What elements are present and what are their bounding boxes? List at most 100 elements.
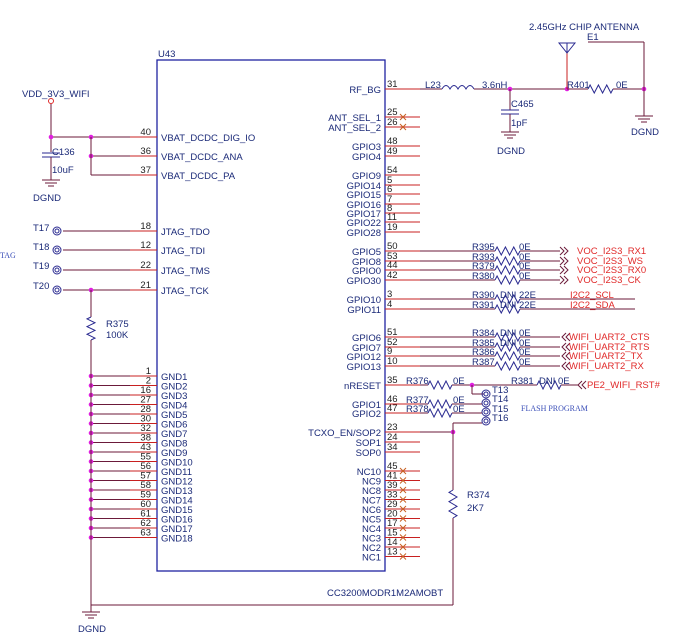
resistor-value: 0E [519,347,531,358]
pin-number: 46 [387,394,398,405]
pin-number: 43 [140,442,151,453]
pin-number: 14 [387,537,398,548]
pin-number: 1 [146,366,151,377]
power-net-label: VDD_3V3_WIFI [22,89,90,100]
pin-number: 44 [387,260,398,271]
test-point-icon [52,265,62,275]
pin-label: GND12 [161,477,193,488]
antenna-title: 2.45GHz CHIP ANTENNA [529,22,640,33]
net-label: I2C2_SDA [570,300,616,311]
pin-number: 39 [387,480,398,491]
pin-label: GND11 [161,467,192,478]
pin-label: GND13 [161,486,193,497]
resistor-r374 [448,489,458,519]
pin-label: TCXO_EN/SOP2 [308,428,381,439]
pin-number: 21 [140,280,151,291]
r376-value: 0E [453,376,465,387]
pin-label: GPIO6 [352,333,381,344]
net-label: VOC_I2S3_CK [577,275,642,286]
pin-label: GND17 [161,524,193,535]
pin-number: 59 [140,490,151,501]
pin-label: GND5 [161,410,187,421]
pin-label: GPIO12 [347,352,381,363]
pin-label: SOP0 [356,448,381,459]
resistor-ref: R379 [472,261,495,272]
pin-label: NC8 [362,486,381,497]
r378-ref: R378 [406,404,429,415]
no-connect-icon [399,477,407,484]
pin-number: 16 [140,385,151,396]
resistor-ref: R393 [472,252,495,263]
pin-label: GPIO7 [352,343,381,354]
pin-label: GND3 [161,391,187,402]
tp-t18: T18 [33,242,49,253]
pin-label: GND8 [161,439,187,450]
pin-number: 2 [146,376,151,387]
no-connect-icon [399,467,407,475]
pin-label: GPIO16 [347,200,381,211]
r401-ref: R401 [567,80,590,91]
no-connect-icon [399,486,407,494]
pin-number: 22 [140,260,151,271]
r377-ref: R377 [406,395,429,406]
pin-number: 6 [387,184,392,195]
pin-number: 40 [140,127,151,138]
no-connect-icon [399,496,407,503]
resistor-ref: R380 [472,271,495,282]
tp-t17: T17 [33,223,49,234]
c136-ref: C136 [52,147,75,158]
no-connect-icon [399,505,407,513]
pin-number: 54 [387,165,398,176]
resistor-ref: R395 [472,242,495,253]
r381-value: 0E [558,376,570,387]
pin-label: JTAG_TDI [161,246,205,257]
pin-number: 10 [387,356,398,367]
pin-number: 58 [140,480,151,491]
pin-label: GPIO11 [347,305,381,316]
resistor-ref: R386 [472,347,495,358]
resistor-value: 0E [519,357,531,368]
l23-ref: L23 [425,80,441,91]
resistor-dni: DNI [500,328,516,339]
pin-number: 51 [387,327,398,338]
pin-label: GND6 [161,420,187,431]
resistor-r381 [536,379,562,391]
pin-number: 23 [387,422,398,433]
net-label: WIFI_UART2_RTS [569,342,649,353]
resistor-value: 0E [519,271,531,282]
offpage-arrow-icon [561,361,571,371]
pin-number: 35 [387,375,398,386]
pin-label: GPIO28 [347,228,381,239]
pin-number: 7 [387,194,392,205]
r375-ref: R375 [106,319,129,330]
pin-number: 30 [140,414,151,425]
pin-label: NC5 [362,515,381,526]
net-label: VOC_I2S3_WS [577,256,643,267]
pin-number: 34 [387,442,398,453]
test-point-icon [483,409,489,415]
pin-number: 18 [140,221,151,232]
r374-ref: R374 [467,490,490,501]
power-port-icon [48,98,54,104]
no-connect-icon [399,543,407,551]
r381-dni: DNI [539,376,555,387]
offpage-arrow-icon [559,275,569,285]
r401-value: 0E [616,80,628,91]
pin-number: 41 [387,471,398,482]
pin-number: 57 [140,471,151,482]
r376-ref: R376 [406,376,429,387]
pin-number: 32 [140,423,151,434]
pin-label: GND4 [161,401,187,412]
antenna-ref: E1 [587,32,599,43]
tp-t19: T19 [33,261,49,272]
r374-value: 2K7 [467,503,484,514]
resistor-r378 [427,407,453,419]
pin-label: GND7 [161,429,187,440]
resistor-r401 [587,83,614,95]
resistor-r375 [85,316,97,341]
pin-label: GPIO5 [352,247,381,258]
no-connect-icon [399,123,407,131]
flash-note: FLASH PROGRAM [521,404,588,413]
pin-label: GPIO8 [352,257,381,268]
